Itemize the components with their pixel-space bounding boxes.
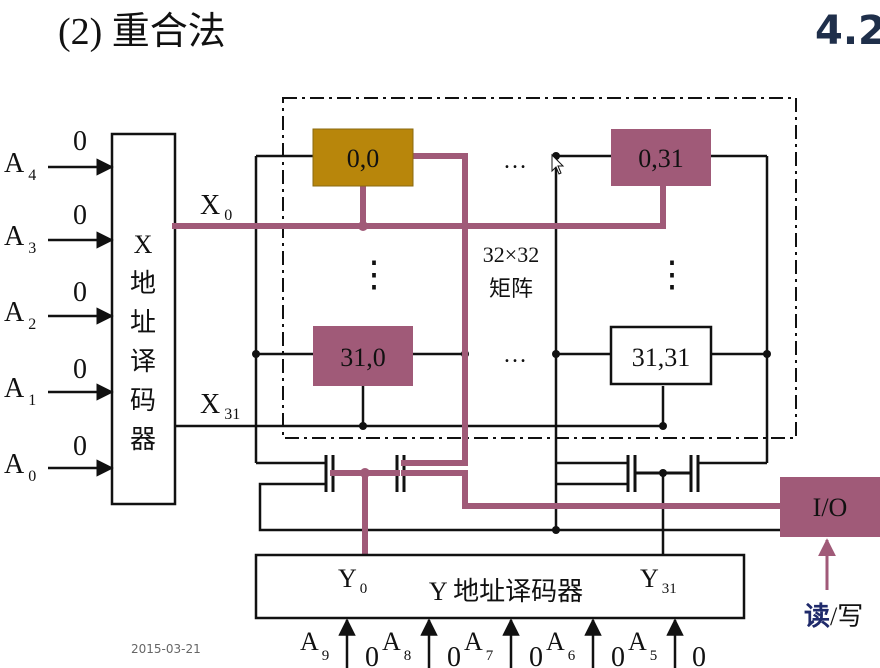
x-decoder-char: 地 [130,269,156,298]
junction-dot [552,526,560,534]
cell-label: 0,31 [638,144,684,173]
junction-dot [763,350,771,358]
cell-label: 31,31 [632,343,691,372]
corner-label: 4.2 [815,8,880,54]
junction-dot [659,422,667,430]
y-decoder-label: Y 地址译码器 [429,577,583,606]
read-write-label: 读/写 [804,602,863,631]
junction-dot [552,350,560,358]
cell-31-31: 31,31 [609,325,713,386]
ellipsis-v: ⋮ [356,254,392,294]
junction-dot [358,221,368,231]
junction-dot [360,468,370,478]
cell-label: 31,0 [340,343,386,372]
junction-dot [359,422,367,430]
cursor-icon [551,153,565,175]
input-bit: 0 [447,642,461,668]
matrix-boundary [282,97,797,439]
input-bit: 0 [73,277,87,308]
ellipsis-h: … [503,148,527,174]
cell-label: 0,0 [347,144,380,173]
x-decoder-char: 译 [130,347,156,376]
date-stamp: 2015-03-21 [131,642,201,656]
matrix-label: 32×32 [483,242,539,267]
x-decoder-label: X 地 址 译 码 器 [130,230,156,454]
x-decoder-char: 址 [130,308,156,337]
x-decoder-char: X [134,230,153,259]
junction-dot [659,469,667,477]
input-bit: 0 [73,431,87,462]
input-bit: 0 [611,642,625,668]
y-decoder-box [254,553,746,620]
x-decoder-box [110,132,177,506]
x-decoder-char: 码 [130,386,156,415]
input-bit: 0 [73,354,87,385]
io-label: I/O [813,493,848,522]
input-bit: 0 [73,200,87,231]
input-bit: 0 [692,642,706,668]
junction-dot [252,350,260,358]
page-title: (2) 重合法 [58,11,226,53]
input-bit: 0 [529,642,543,668]
matrix-label: 矩阵 [489,276,533,301]
selected-path [172,153,783,558]
cell-0-31: 0,31 [611,129,711,186]
ellipsis-h: … [503,342,527,368]
input-bit: 0 [73,126,87,157]
cell-0-0: 0,0 [312,128,414,187]
io-box [780,477,880,537]
input-bit: 0 [365,642,379,668]
cell-31-0: 31,0 [313,326,413,386]
ellipsis-v: ⋮ [654,254,690,294]
x-decoder-char: 器 [130,425,156,454]
